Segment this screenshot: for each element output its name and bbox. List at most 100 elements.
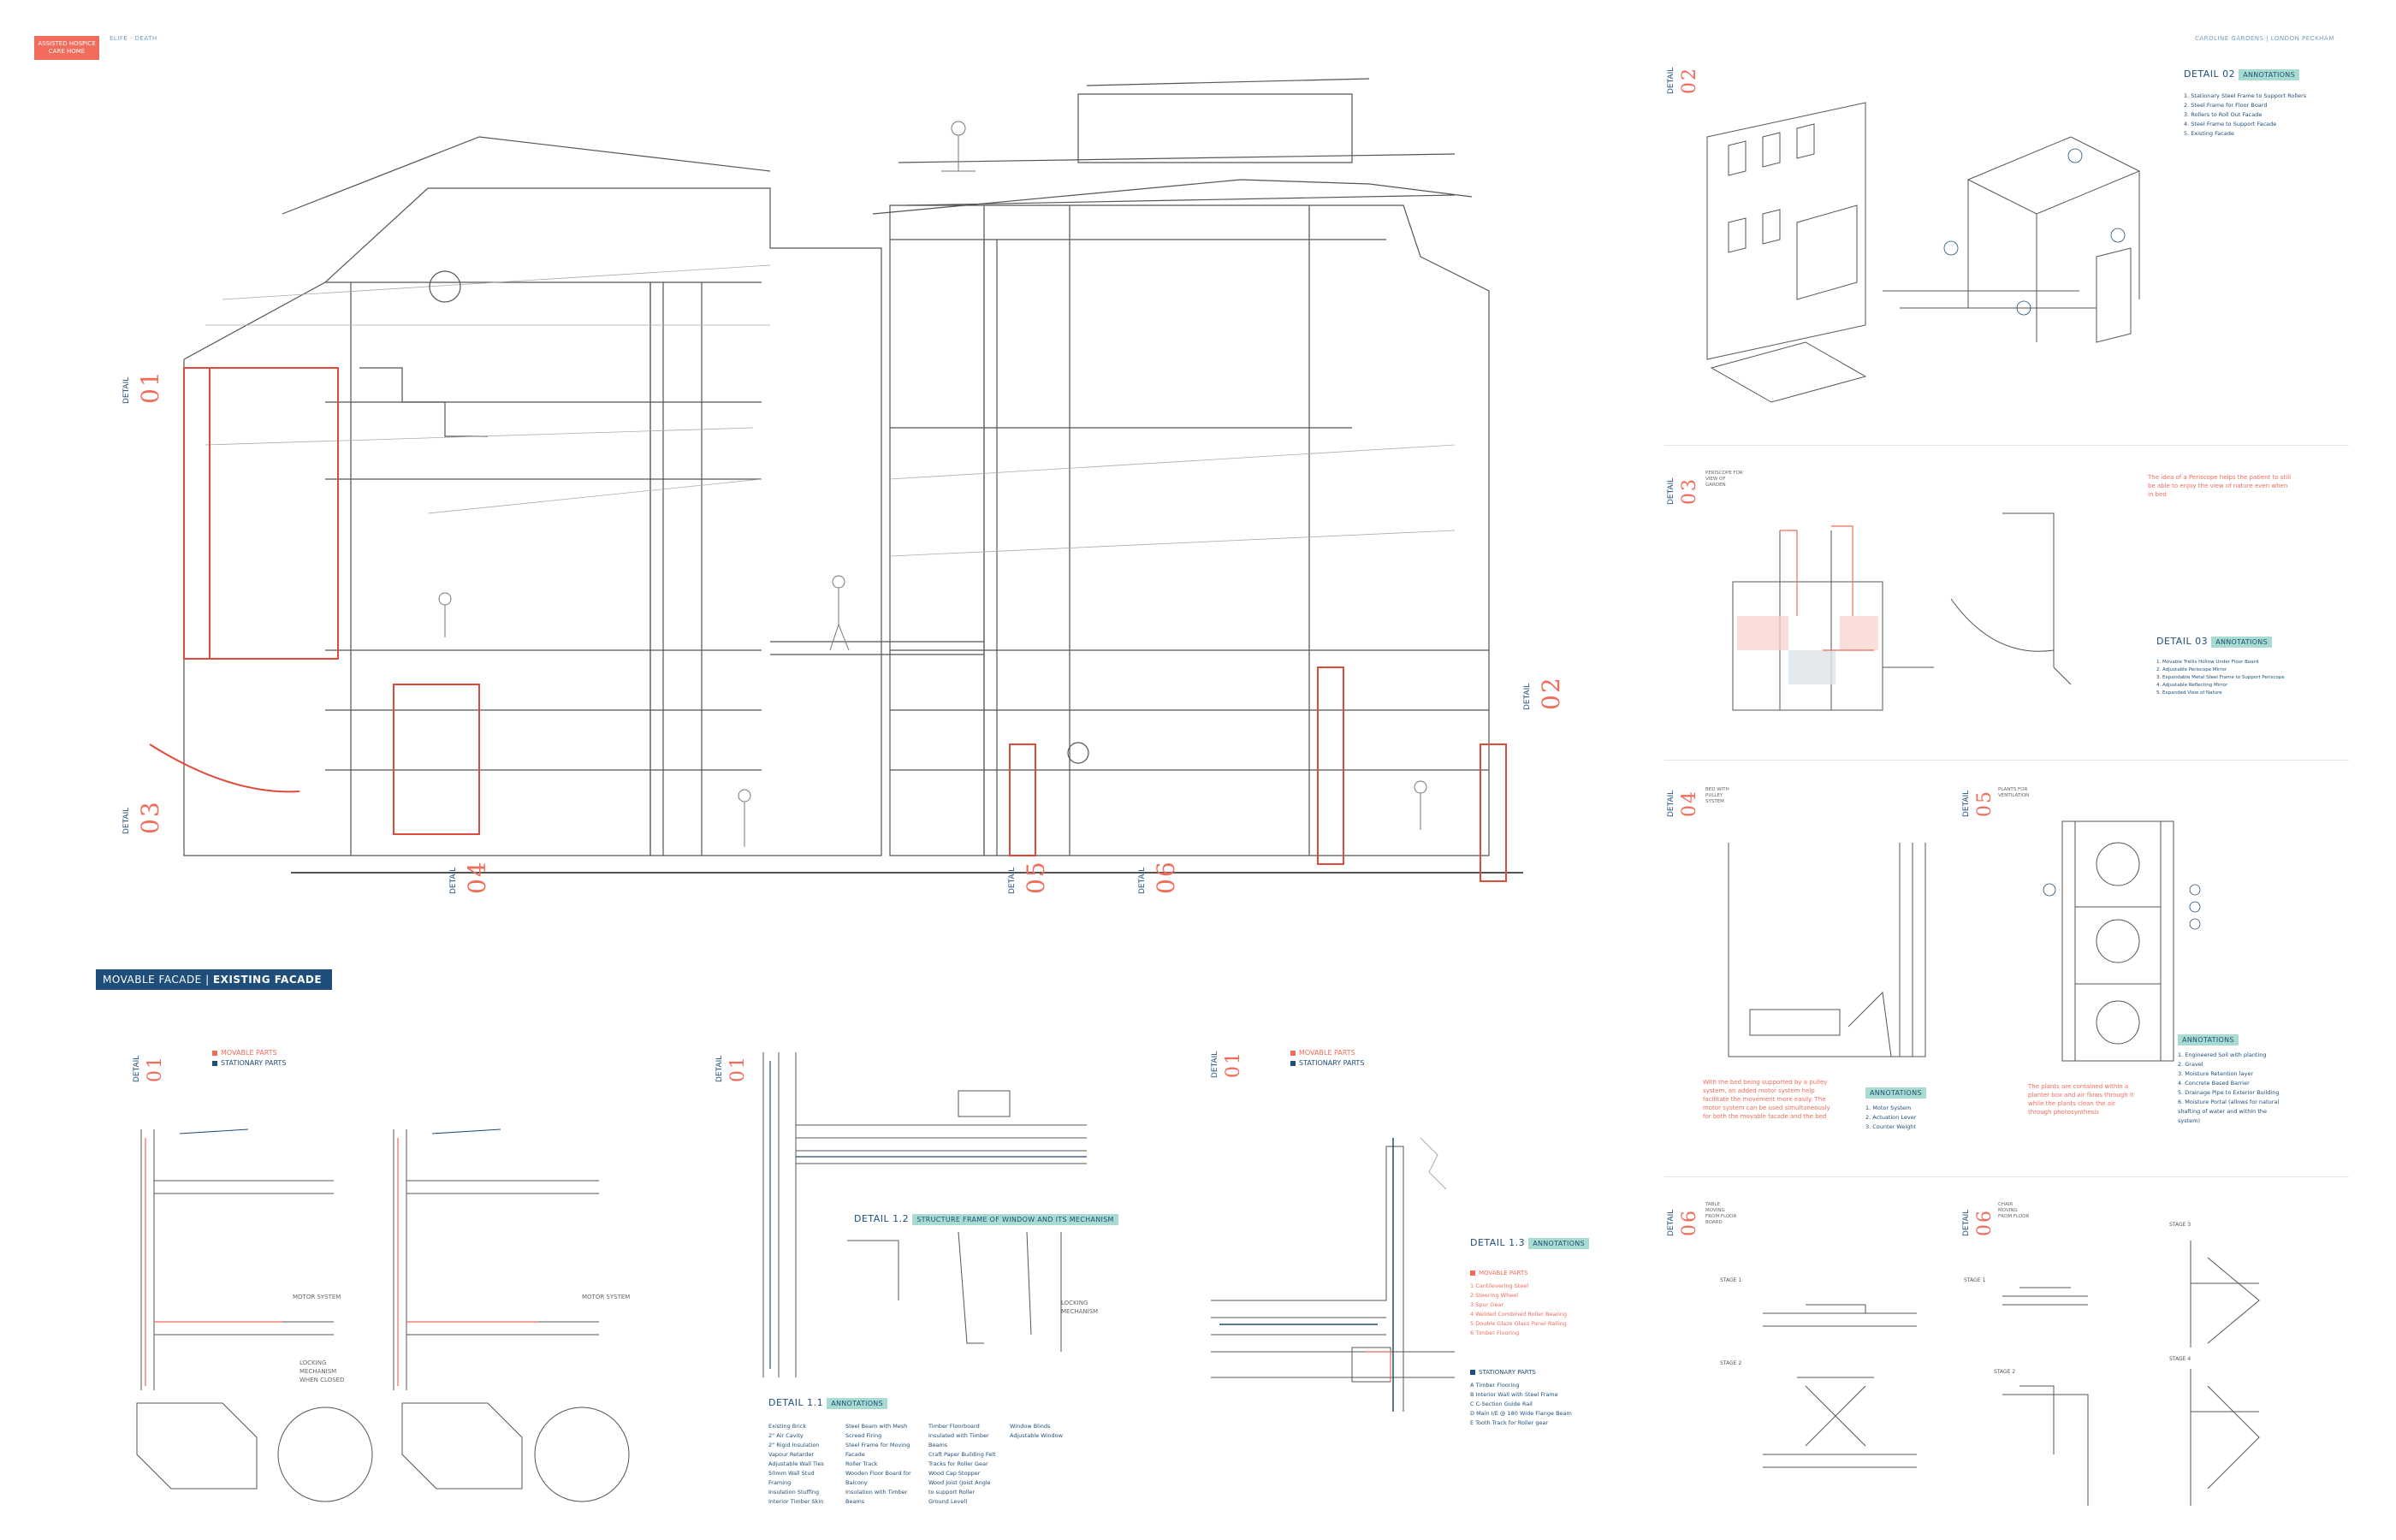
- ann-item: E Tooth Track for Roller gear: [1470, 1419, 1549, 1426]
- d04-badge-row: ANNOTATIONS: [1865, 1082, 1926, 1099]
- d03-title: DETAIL 03: [2156, 636, 2209, 647]
- ann-item: 1. Motor System: [1865, 1105, 1912, 1111]
- detail-1-2-badge: STRUCTURE FRAME OF WINDOW AND ITS MECHAN…: [912, 1214, 1118, 1225]
- d04-note: With the bed being supported by a pulley…: [1703, 1079, 1830, 1120]
- ann-item: 3. Rollers to Roll Out Facade: [2184, 111, 2263, 118]
- d05-subtitle: PLANTS FOR VENTILATION: [1998, 787, 2030, 798]
- ann-item: Wood Joist (Joist Angle to support Rolle…: [928, 1479, 991, 1505]
- detail-1-1-badge: ANNOTATIONS: [827, 1398, 887, 1409]
- detail-1-2-title: DETAIL 1.2: [854, 1213, 910, 1224]
- ann-item: Craft Paper Building Felt: [928, 1451, 996, 1458]
- d02-title-row: DETAIL 02 ANNOTATIONS: [2184, 68, 2299, 80]
- legend-stationary: STATIONARY PARTS: [1290, 1058, 1364, 1069]
- ann-item: Vapour Retarder: [768, 1451, 814, 1458]
- d03-badge: ANNOTATIONS: [2211, 637, 2272, 648]
- d03-periscope-drawing: [1732, 512, 2072, 711]
- ann-item: 3 Spur Gear: [1470, 1301, 1504, 1308]
- ann-item: Interior Timber Skin: [768, 1498, 824, 1505]
- ann-item: 5. Drainage Pipe to Exterior Building: [2178, 1089, 2280, 1096]
- d03-subtitle: PERISCOPE FOR VIEW OF GARDEN: [1705, 471, 1743, 488]
- d04-pulley-bed-drawing: [1728, 843, 1926, 1057]
- ann-item: 1. Engineered Soil with planting: [2178, 1051, 2267, 1058]
- d02-title: DETAIL 02: [2184, 68, 2236, 80]
- rule: [1664, 760, 2349, 761]
- d05-note: The plants are contained within a plante…: [2028, 1083, 2134, 1116]
- p2-annotations-col1: Existing Brick 2" Air Cavity 2" Rigid In…: [768, 1422, 833, 1507]
- p2-annotations-col4: Window Blinds Adjustable Window: [1010, 1422, 1070, 1441]
- ann-item: B Interior Wall with Steel Frame: [1470, 1391, 1558, 1398]
- ann-item: D Main I/E @ 180 Wide Flange Beam: [1470, 1410, 1572, 1417]
- ann-item: Tracks for Roller Gear: [928, 1460, 988, 1467]
- d05-annotations: 1. Engineered Soil with planting 2. Grav…: [2178, 1051, 2280, 1126]
- facade-banner: MOVABLE FACADE | EXISTING FACADE: [96, 969, 332, 990]
- ann-item: 3. Expandable Metal Steel Frame to Suppo…: [2156, 675, 2285, 680]
- p3-stationary-head: STATIONARY PARTS: [1470, 1367, 1536, 1377]
- p3-legend: MOVABLE PARTS STATIONARY PARTS: [1290, 1048, 1364, 1069]
- p1-motor-label-1: MOTOR SYSTEM: [293, 1294, 341, 1300]
- banner-movable: MOVABLE FACADE |: [103, 974, 210, 986]
- ann-item: Wood Cap Stopper: [928, 1470, 981, 1477]
- d06b-stage4: STAGE 4: [2169, 1356, 2191, 1362]
- p2-annotations-col2: Steel Beam with Mesh Screed Firing Steel…: [845, 1422, 914, 1507]
- detail-1-3-title: DETAIL 1.3: [1470, 1237, 1526, 1248]
- ann-item: 50mm Wall Stud Framing: [768, 1470, 815, 1486]
- movable-swatch-icon: [212, 1050, 217, 1056]
- d06b-stage1: STAGE 1: [1964, 1277, 1986, 1283]
- ann-item: 5 Double Glaze Glass Panel Railing: [1470, 1320, 1567, 1327]
- movable-swatch-icon: [1470, 1270, 1475, 1276]
- main-section-drawing: [149, 78, 1523, 882]
- ann-item: Steel Beam with Mesh Screed Firing: [845, 1423, 908, 1439]
- d05-badge-row: ANNOTATIONS: [2178, 1029, 2239, 1045]
- stationary-swatch-icon: [1290, 1060, 1296, 1066]
- ann-item: 5. Existing Facade: [2184, 130, 2234, 137]
- ann-item: Steel Frame for Moving Facade: [845, 1442, 910, 1458]
- p3-roller-detail-drawing: [1211, 1137, 1455, 1412]
- d03-note: The idea of a Periscope helps the patien…: [2148, 474, 2292, 498]
- ann-item: 4 Welded Combined Roller Bearing: [1470, 1311, 1568, 1318]
- legend-stationary-text: STATIONARY PARTS: [221, 1059, 287, 1067]
- d06a-table-drawing: [1763, 1304, 1917, 1468]
- top-right-title: CAROLINE GARDENS | LONDON PECKHAM: [2195, 35, 2334, 42]
- d06b-stage2: STAGE 2: [1994, 1369, 2016, 1375]
- ann-item: Insulation with Timber Beams: [845, 1489, 908, 1505]
- p3-movable-head: MOVABLE PARTS: [1470, 1268, 1528, 1278]
- p3-movable-list: 1 Cantilevering Steel 2 Steering Wheel 3…: [1470, 1282, 1567, 1338]
- p1-motor-label-2: MOTOR SYSTEM: [582, 1294, 631, 1300]
- ann-item: Window Blinds: [1010, 1423, 1051, 1430]
- d06b-stage3: STAGE 3: [2169, 1222, 2191, 1228]
- movable-head-text: MOVABLE PARTS: [1479, 1270, 1528, 1276]
- ann-item: 2. Gravel: [2178, 1061, 2203, 1068]
- ann-item: A Timber Flooring: [1470, 1382, 1520, 1389]
- d06a-subtitle: TABLE MOVING FROM FLOOR BOARD: [1705, 1202, 1737, 1225]
- ann-item: 4. Concrete Based Barrier: [2178, 1080, 2250, 1087]
- ann-item: C C-Section Guide Rail: [1470, 1401, 1533, 1407]
- d04-badge: ANNOTATIONS: [1865, 1087, 1926, 1099]
- ann-item: 6. Moisture Portal (allows for natural s…: [2178, 1099, 2280, 1124]
- p2-window-frame-drawing: [762, 1052, 1087, 1377]
- ann-item: Adjustable Wall Ties: [768, 1460, 824, 1467]
- legend-movable: MOVABLE PARTS: [212, 1048, 286, 1058]
- ann-item: 5. Expanded View of Nature: [2156, 690, 2222, 696]
- ann-item: 4. Steel Frame to Support Facade: [2184, 121, 2277, 127]
- ann-item: 1. Movable Trellis Hollow Under Floor Bo…: [2156, 660, 2259, 665]
- legend-stationary-text: STATIONARY PARTS: [1299, 1059, 1365, 1067]
- ann-item: 4. Adjustable Reflecting Mirror: [2156, 683, 2228, 688]
- ann-item: Timber Floorboard Insulated with Timber …: [928, 1423, 989, 1448]
- top-nav[interactable]: ELIFE · DEATH: [110, 35, 157, 42]
- stationary-swatch-icon: [212, 1060, 217, 1066]
- d06b-subtitle: CHAIR MOVING FROM FLOOR: [1998, 1202, 2030, 1219]
- ann-item: 2. Steel Frame for Floor Board: [2184, 102, 2268, 109]
- d02-axonometric-drawing: [1706, 102, 2141, 403]
- p2-annotations-col3: Timber Floorboard Insulated with Timber …: [928, 1422, 997, 1507]
- ann-item: 3. Counter Weight: [1865, 1123, 1916, 1130]
- detail-1-3-badge: ANNOTATIONS: [1528, 1238, 1589, 1249]
- p3-detail-1-3: DETAIL 1.3 ANNOTATIONS: [1470, 1237, 1589, 1249]
- p1-locking-label: LOCKING MECHANISM WHEN CLOSED: [300, 1359, 345, 1383]
- legend-movable-text: MOVABLE PARTS: [221, 1049, 277, 1057]
- rule: [1664, 1176, 2349, 1177]
- p1-legend: MOVABLE PARTS STATIONARY PARTS: [212, 1048, 286, 1069]
- ann-item: Roller Track: [845, 1460, 878, 1467]
- d06a-stage2: STAGE 2: [1720, 1360, 1742, 1366]
- p2-detail-1-1: DETAIL 1.1 ANNOTATIONS: [768, 1397, 887, 1409]
- legend-movable: MOVABLE PARTS: [1290, 1048, 1364, 1058]
